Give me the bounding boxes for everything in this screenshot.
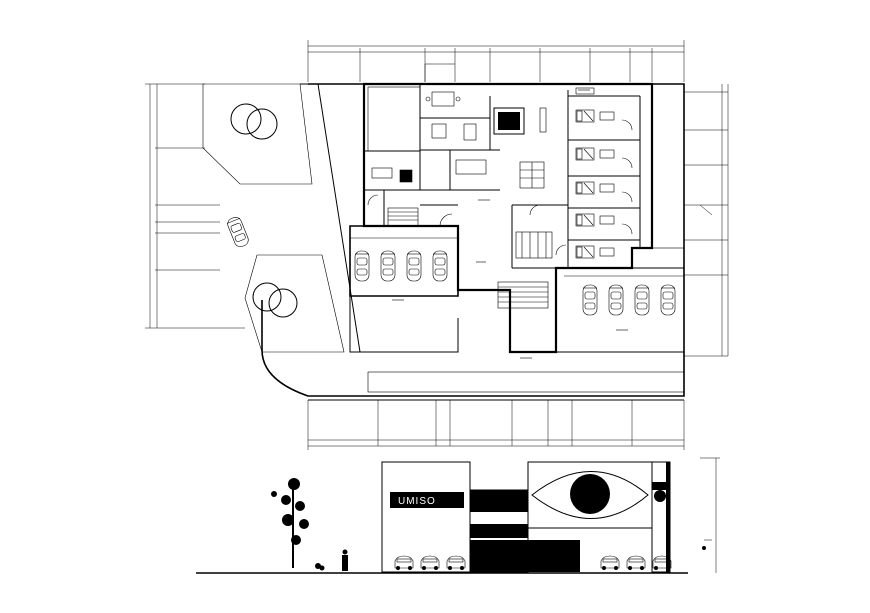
bed-icon <box>575 245 595 259</box>
building-sign: UMISO <box>398 496 436 507</box>
tree-icon <box>271 478 309 568</box>
car-icon <box>600 555 620 571</box>
car-icon <box>432 250 448 282</box>
brick-facade <box>381 461 471 573</box>
front-elevation: UMISO <box>196 457 720 574</box>
car-icon <box>420 555 440 571</box>
bed-icon <box>493 107 525 135</box>
right-dimension-lines <box>684 84 729 357</box>
circle-planter-icon <box>252 282 298 318</box>
room-labels <box>392 89 628 359</box>
top-dimension-lines <box>307 40 685 82</box>
person-icon <box>342 549 348 571</box>
parking-left <box>354 250 448 282</box>
gravel-planter-upper <box>202 83 313 185</box>
site-plan <box>145 40 729 450</box>
bed-icon <box>575 109 595 123</box>
building-plan <box>349 82 685 359</box>
car-icon <box>634 284 650 316</box>
restroom <box>515 231 553 259</box>
access-road-edge <box>300 83 361 353</box>
car-icon <box>406 250 422 282</box>
car-icon <box>354 250 370 282</box>
bed-icon <box>575 213 595 227</box>
gravel-strip-right <box>651 83 685 249</box>
dining-table <box>519 161 545 189</box>
gravel-strip-bottom <box>367 371 685 393</box>
left-dimension-lines <box>145 83 245 329</box>
car-icon <box>660 284 676 316</box>
parking-right <box>582 284 676 316</box>
car-icon <box>225 215 251 249</box>
eye-mural-icon <box>531 471 649 519</box>
car-icon <box>394 555 414 571</box>
bottom-dimension-lines <box>307 399 685 450</box>
site-boundary <box>261 83 685 397</box>
car-icon <box>626 555 646 571</box>
circle-planter-icon <box>230 103 278 140</box>
car-icon <box>380 250 396 282</box>
car-icon <box>446 555 466 571</box>
bed-icon <box>575 147 595 161</box>
bed-icon <box>575 181 595 195</box>
stairs <box>387 207 549 309</box>
car-icon <box>582 284 598 316</box>
gravel-planter-lower <box>244 254 345 353</box>
car-icon <box>608 284 624 316</box>
